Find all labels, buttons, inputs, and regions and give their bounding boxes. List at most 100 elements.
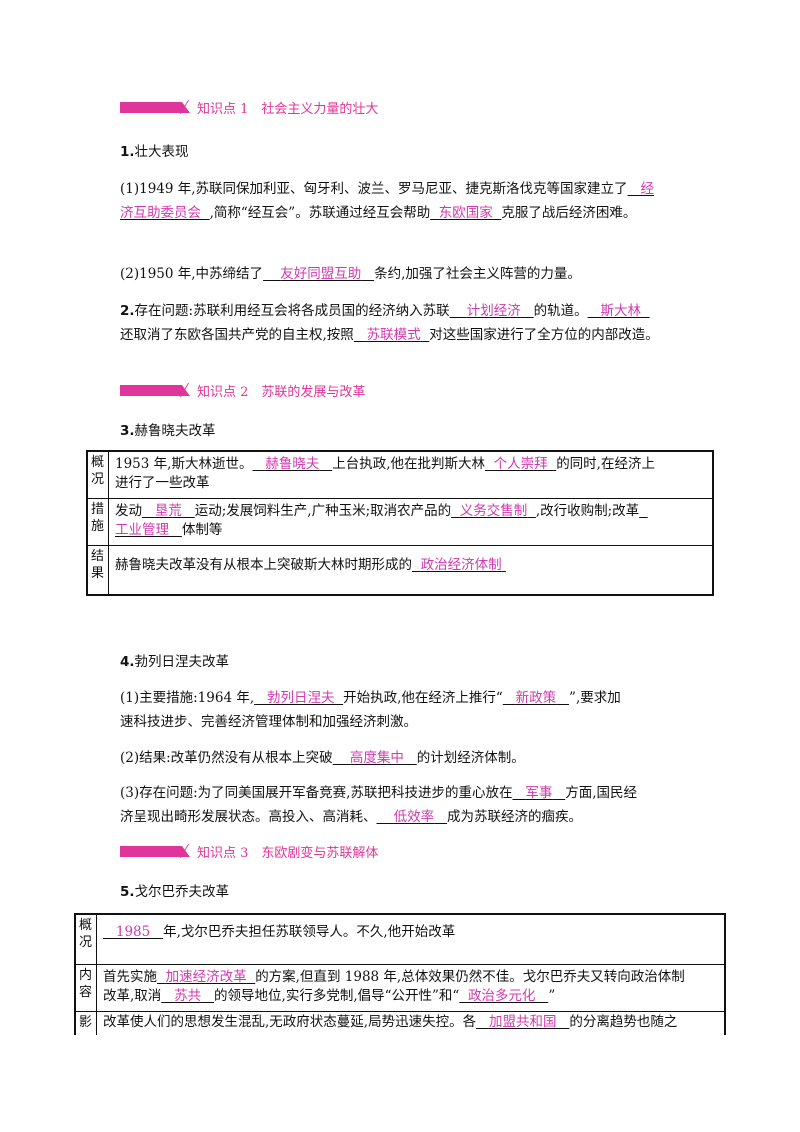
section-title: 勃列日涅夫改革 (134, 654, 230, 670)
answer: 苏共 (174, 987, 202, 1004)
text: 首先实施 (103, 968, 157, 985)
answer: 经 (640, 181, 654, 197)
section-number: 3. (120, 423, 135, 439)
text: 济呈现出畸形发展状态。高投入、高消耗、 (120, 809, 377, 825)
row-content: 发动 垦荒 运动;发展饲料生产,广种玉米;取消农产品的 义务交售制 ,改行收购制… (108, 497, 714, 546)
text: 的分离趋势也随之 (569, 1013, 678, 1030)
answer: 友好同盟互助 (280, 266, 362, 282)
answer: 计划经济 (466, 303, 521, 319)
section-title: 壮大表现 (134, 144, 189, 160)
answer: 加速经济改革 (165, 968, 247, 985)
knowledge-point-1-banner: 知识点 1 社会主义力量的壮大 (120, 99, 379, 117)
answer: 军事 (525, 785, 553, 801)
banner-bar (120, 384, 190, 396)
row-label: 概况 (74, 913, 97, 965)
section-4-heading: 4.勃列日涅夫改革 (120, 650, 229, 670)
answer-blank: 工业管理 (115, 522, 182, 538)
text: 的计划经济体制。 (416, 750, 525, 766)
row-label: 概况 (86, 450, 109, 499)
text: 方面,国民经 (565, 785, 638, 801)
text: 体制等 (181, 521, 223, 538)
answer: 苏联模式 (366, 327, 421, 343)
answer-blank: 勃列日涅夫 (254, 690, 343, 706)
text: 赫鲁晓夫改革没有从根本上突破斯大林时期形成的 (115, 556, 412, 573)
answer-blank: 加速经济改革 (157, 969, 255, 985)
text: 上台执政,他在批判斯大林 (332, 456, 485, 472)
section-number: 5. (120, 884, 135, 900)
answer-blank: 赫鲁晓夫 (252, 456, 332, 472)
s2-line2: 还取消了东欧各国共产党的自主权,按照 苏联模式 对这些国家进行了全方位的内部改造… (120, 323, 659, 343)
text: (1)主要措施:1964 年, (120, 690, 255, 706)
s4-p3-line1: (3)存在问题:为了同美国展开军备竞赛,苏联把科技进步的重心放在 军事 方面,国… (120, 781, 637, 801)
row-content: 1953 年,斯大林逝世。 赫鲁晓夫 上台执政,他在批判斯大林 个人崇拜 的同时… (108, 450, 714, 499)
answer-blank: 新政策 (503, 690, 569, 706)
answer: 高度集中 (349, 750, 404, 766)
answer-blank: 低效率 (377, 809, 448, 825)
section-5-heading: 5.戈尔巴乔夫改革 (120, 880, 229, 900)
text: 运动;发展饲料生产,广种玉米;取消农产品的 (194, 502, 452, 519)
answer: 1985 (115, 924, 151, 940)
row-content: 首先实施 加速经济改革 的方案,但直到 1988 年,总体效果仍然不佳。戈尔巴乔… (96, 963, 726, 1012)
text: 速科技进步、完善经济管理体制和加强经济刺激。 (120, 714, 417, 730)
answer: 勃列日涅夫 (267, 690, 335, 706)
text: 进行了一些改革 (115, 475, 210, 491)
khrushchev-reform-table: 概况 1953 年,斯大林逝世。 赫鲁晓夫 上台执政,他在批判斯大林 个人崇拜 … (86, 450, 714, 596)
knowledge-point-1-title: 知识点 1 社会主义力量的壮大 (197, 101, 379, 117)
answer-blank: 东欧国家 (430, 205, 501, 221)
answer: 济互助委员会 (120, 205, 201, 221)
answer-blank: 政治经济体制 (412, 557, 506, 573)
text: 年,戈尔巴乔夫担任苏联领导人。不久,他开始改革 (163, 924, 456, 940)
answer-blank: 高度集中 (333, 750, 417, 766)
answer-blank: 垦荒 (142, 503, 195, 519)
row-content: 赫鲁晓夫改革没有从根本上突破斯大林时期形成的 政治经济体制 (108, 544, 714, 596)
answer-blank (639, 503, 648, 519)
text: 发动 (115, 502, 142, 519)
text: 存在问题:苏联利用经互会将各成员国的经济纳入苏联 (134, 303, 450, 319)
table-row: 概况 1953 年,斯大林逝世。 赫鲁晓夫 上台执政,他在批判斯大林 个人崇拜 … (86, 450, 714, 499)
text: ,改行收购制;改革 (535, 502, 640, 519)
table-row: 内容 首先实施 加速经济改革 的方案,但直到 1988 年,总体效果仍然不佳。戈… (74, 963, 726, 1012)
s4-p2: (2)结果:改革仍然没有从根本上突破 高度集中 的计划经济体制。 (120, 746, 525, 766)
s1-p1-line2: 济互助委员会 ,简称“经互会”。苏联通过经互会帮助 东欧国家 克服了战后经济困难… (120, 201, 636, 221)
text: 的方案,但直到 1988 年,总体效果仍然不佳。戈尔巴乔夫又转向政治体制 (255, 968, 685, 985)
answer-blank: 1985 (103, 924, 163, 940)
text: ” (548, 987, 556, 1004)
knowledge-point-2-banner: 知识点 2 苏联的发展与改革 (120, 382, 365, 400)
text: 的领导地位,实行多党制,倡导“公开性”和“ (214, 987, 460, 1004)
s4-p1-line2: 速科技进步、完善经济管理体制和加强经济刺激。 (120, 710, 417, 730)
row-content: 改革使人们的思想发生混乱,无政府状态蔓延,局势迅速失控。各 加盟共和国 的分离趋… (96, 1010, 726, 1035)
answer-blank: 义务交售制 (451, 503, 536, 519)
section-3-heading: 3.赫鲁晓夫改革 (120, 419, 216, 439)
answer: 工业管理 (115, 521, 169, 538)
text: 的同时,在经济上 (556, 456, 655, 472)
row-content: 1985 年,戈尔巴乔夫担任苏联领导人。不久,他开始改革 (96, 913, 726, 965)
answer-blank: 加盟共和国 (476, 1014, 569, 1030)
knowledge-point-3-title: 知识点 3 东欧剧变与苏联解体 (197, 845, 379, 861)
answer-blank: 苏联模式 (354, 327, 429, 343)
text: 开始执政,他在经济上推行“ (343, 690, 503, 706)
text: 改革,取消 (103, 987, 162, 1004)
answer: 政治多元化 (467, 987, 536, 1004)
s1-p1-line1: (1)1949 年,苏联同保加利亚、匈牙利、波兰、罗马尼亚、捷克斯洛伐克等国家建… (120, 177, 654, 197)
table-row: 概况 1985 年,戈尔巴乔夫担任苏联领导人。不久,他开始改革 (74, 913, 726, 965)
text: 的轨道。 (533, 303, 588, 319)
s2-line1: 2.存在问题:苏联利用经互会将各成员国的经济纳入苏联 计划经济 的轨道。 斯大林 (120, 299, 650, 319)
answer: 垦荒 (154, 502, 182, 519)
text: 条约,加强了社会主义阵营的力量。 (374, 266, 581, 282)
gorbachev-reform-table: 概况 1985 年,戈尔巴乔夫担任苏联领导人。不久,他开始改革 内容 首先实施 … (74, 913, 726, 1035)
answer-blank: 军事 (512, 785, 565, 801)
answer-blank: 济互助委员会 (120, 205, 210, 221)
banner-bar (120, 101, 190, 113)
answer: 新政策 (515, 690, 557, 706)
section-title: 戈尔巴乔夫改革 (134, 884, 230, 900)
s4-p1-line1: (1)主要措施:1964 年, 勃列日涅夫 开始执政,他在经济上推行“ 新政策 … (120, 686, 621, 706)
answer: 赫鲁晓夫 (265, 456, 320, 472)
section-number: 4. (120, 654, 135, 670)
table-row: 影 改革使人们的思想发生混乱,无政府状态蔓延,局势迅速失控。各 加盟共和国 的分… (74, 1010, 726, 1035)
text: (2)1950 年,中苏缔结了 (120, 266, 264, 282)
knowledge-point-3-banner: 知识点 3 东欧剧变与苏联解体 (120, 843, 379, 861)
text: 对这些国家进行了全方位的内部改造。 (429, 327, 659, 343)
answer: 低效率 (393, 809, 435, 825)
answer-blank: 政治多元化 (459, 988, 548, 1004)
text: 还取消了东欧各国共产党的自主权,按照 (120, 327, 354, 343)
